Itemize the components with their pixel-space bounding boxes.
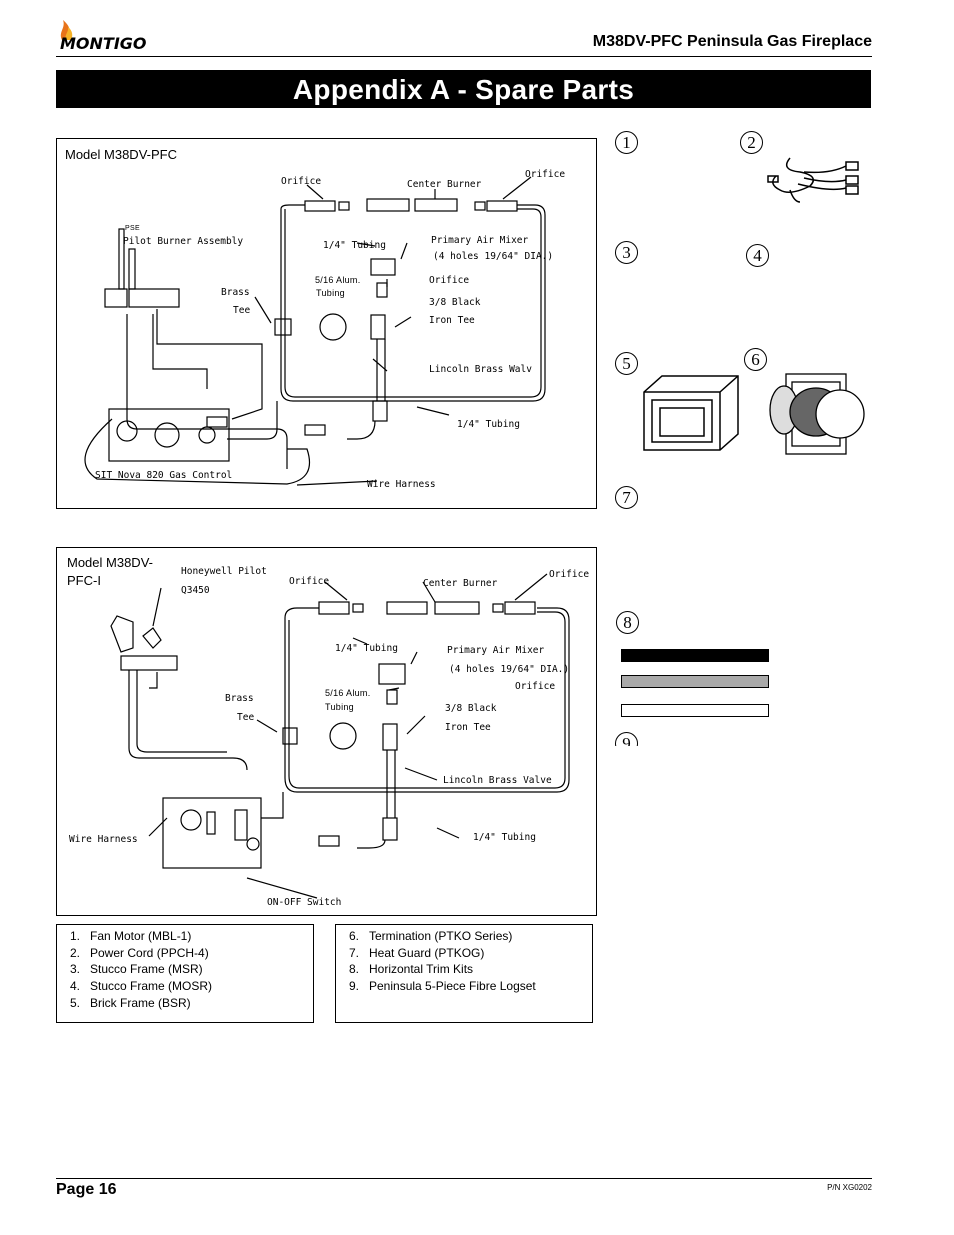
brick-frame-icon: [643, 375, 739, 451]
label-lincoln-valve: Lincoln Brass Valve: [443, 775, 552, 786]
label-q3450: Q3450: [181, 585, 210, 596]
label-orifice-right: Orifice: [525, 169, 566, 180]
part-number-5: 5: [615, 352, 638, 375]
label-tubing-bottom: 1/4" Tubing: [473, 832, 536, 843]
part-number-1: 1: [615, 131, 638, 154]
label-alum: 5/16 Alum.: [315, 275, 361, 285]
label-orifice-right: Orifice: [549, 569, 590, 580]
model-label-line2: PFC-I: [67, 573, 101, 588]
label-iron-tee: Iron Tee: [445, 722, 491, 733]
label-holes: (4 holes 19/64" DIA.): [449, 664, 570, 675]
label-black-iron: 3/8 Black: [429, 297, 481, 308]
list-item: 7.Heat Guard (PTKOG): [349, 945, 485, 960]
label-alum-tubing: Tubing: [325, 702, 354, 712]
section-banner: Appendix A - Spare Parts: [56, 70, 871, 108]
label-orifice-left: Orifice: [281, 176, 322, 187]
label-primary-air-mixer: Primary Air Mixer: [431, 235, 529, 246]
list-item: 8.Horizontal Trim Kits: [349, 962, 474, 977]
label-gas-control: SIT Nova 820 Gas Control: [95, 470, 233, 481]
label-brass: Brass: [225, 693, 254, 704]
label-on-off-switch: ON-OFF Switch: [267, 897, 342, 908]
power-cord-icon: [767, 157, 859, 203]
diagram-m38dv-pfc: Model M38DV-PFC: [56, 138, 597, 509]
trim-kit-white: [621, 704, 769, 717]
part-number-9: 9: [615, 732, 638, 746]
label-wire-harness: Wire Harness: [367, 479, 436, 490]
label-pilot-burner: Pilot Burner Assembly: [123, 236, 244, 247]
label-brass: Brass: [221, 287, 250, 298]
logo-text: MONTIGO: [60, 34, 147, 53]
label-honeywell-pilot: Honeywell Pilot: [181, 566, 267, 577]
label-orifice-mid: Orifice: [429, 275, 470, 286]
part-number-9-clip: 9: [615, 732, 641, 746]
trim-kit-gray: [621, 675, 769, 688]
model-label-line1: Model M38DV-: [67, 555, 153, 570]
label-black-iron: 3/8 Black: [445, 703, 497, 714]
label-primary-air-mixer: Primary Air Mixer: [447, 645, 545, 656]
label-tubing-bottom: 1/4" Tubing: [457, 419, 520, 430]
parts-list-right: 6.Termination (PTKO Series) 7.Heat Guard…: [335, 924, 593, 1023]
list-item: 5.Brick Frame (BSR): [70, 995, 191, 1010]
termination-icon: [769, 373, 865, 455]
header-rule: [56, 56, 872, 57]
list-item: 4.Stucco Frame (MOSR): [70, 979, 213, 994]
label-pse: PSE: [125, 225, 140, 232]
label-center-burner: Center Burner: [423, 578, 498, 589]
part-number-2: 2: [740, 131, 763, 154]
page-number: Page 16: [56, 1181, 117, 1198]
trim-kit-black: [621, 649, 769, 662]
label-lincoln-valve: Lincoln Brass Walv: [429, 364, 532, 375]
label-tee: Tee: [233, 305, 251, 316]
part-number-7: 7: [615, 486, 638, 509]
part-number-code: P/N XG0202: [827, 1183, 872, 1192]
label-holes: (4 holes 19/64" DIA.): [433, 251, 554, 262]
montigo-logo: MONTIGO: [52, 18, 172, 56]
part-number-6: 6: [744, 348, 767, 371]
label-orifice-left: Orifice: [289, 576, 330, 587]
label-tubing: 1/4" Tubing: [323, 240, 386, 251]
model-label: Model M38DV-PFC: [65, 147, 177, 162]
parts-list-left: 1.Fan Motor (MBL-1) 2.Power Cord (PPCH-4…: [56, 924, 314, 1023]
label-iron-tee: Iron Tee: [429, 315, 475, 326]
label-tubing: 1/4" Tubing: [335, 643, 398, 654]
list-item: 2.Power Cord (PPCH-4): [70, 945, 209, 960]
list-item: 1.Fan Motor (MBL-1): [70, 929, 192, 943]
diagram-m38dv-pfc-i: Model M38DV- PFC-I: [56, 547, 597, 916]
label-orifice-mid: Orifice: [515, 681, 556, 692]
document-title: M38DV-PFC Peninsula Gas Fireplace: [592, 33, 872, 50]
list-item: 6.Termination (PTKO Series): [349, 929, 513, 943]
label-wire-harness: Wire Harness: [69, 834, 138, 845]
list-item: 9.Peninsula 5-Piece Fibre Logset: [349, 979, 536, 994]
list-item: 3.Stucco Frame (MSR): [70, 962, 203, 977]
footer-rule: [56, 1178, 872, 1179]
label-alum-tubing: Tubing: [316, 288, 345, 298]
gas-piping-schematic-1: [84, 176, 546, 486]
part-number-4: 4: [746, 244, 769, 267]
part-number-3: 3: [615, 241, 638, 264]
gas-piping-schematic-2: [110, 573, 570, 899]
label-tee: Tee: [237, 712, 255, 723]
part-number-8: 8: [616, 611, 639, 634]
label-center-burner: Center Burner: [407, 179, 482, 190]
label-alum: 5/16 Alum.: [325, 688, 371, 698]
